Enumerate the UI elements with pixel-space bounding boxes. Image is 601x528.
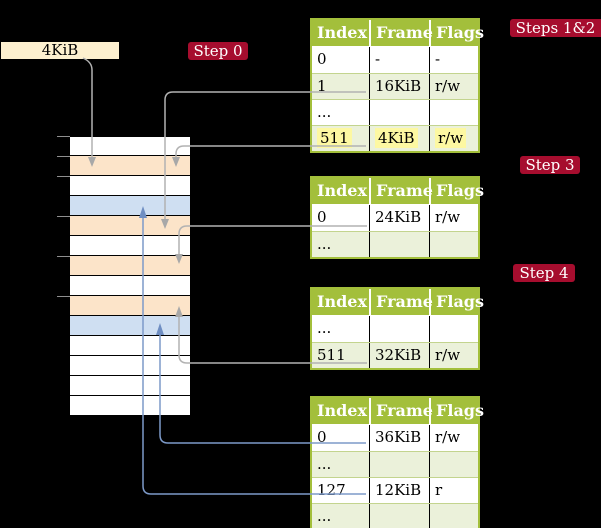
page-table-level2: Index Frame Flags ... 511 32KiB r/w bbox=[310, 287, 484, 370]
column-header-index: Index bbox=[317, 23, 368, 42]
cell-frame bbox=[369, 232, 429, 257]
address-tick bbox=[57, 296, 70, 297]
column-header-frame: Frame bbox=[369, 289, 433, 315]
address-tick bbox=[57, 256, 70, 257]
table-row: ... bbox=[312, 316, 478, 342]
cell-index: ... bbox=[317, 507, 332, 525]
memory-frame-row bbox=[70, 236, 190, 256]
cell-index: 511 bbox=[317, 346, 346, 364]
cell-index: 0 bbox=[317, 428, 327, 446]
cell-frame bbox=[369, 452, 429, 477]
page-table-level4: Index Frame Flags 0 - - 1 16KiB r/w ... … bbox=[310, 18, 484, 153]
page-table-level1: Index Frame Flags 0 36KiB r/w ... 127 12… bbox=[310, 396, 484, 528]
badge-step-4: Step 4 bbox=[513, 264, 575, 282]
table-row: 127 12KiB r bbox=[312, 477, 478, 503]
memory-frame-row bbox=[70, 196, 190, 216]
cell-flags bbox=[429, 316, 478, 342]
table-row: 1 16KiB r/w bbox=[312, 73, 478, 99]
address-tick bbox=[57, 176, 70, 177]
table-header-row: Index Frame Flags bbox=[312, 289, 484, 316]
table-header-row: Index Frame Flags bbox=[312, 178, 484, 205]
address-tick bbox=[57, 216, 70, 217]
memory-frame-row bbox=[70, 276, 190, 296]
memory-frame-row bbox=[70, 316, 190, 336]
cell-index: 511 bbox=[312, 126, 369, 151]
cell-frame: 36KiB bbox=[369, 425, 429, 451]
physical-memory-stack bbox=[70, 136, 190, 416]
cell-frame: 12KiB bbox=[369, 478, 429, 503]
table-row: 0 24KiB r/w bbox=[312, 205, 478, 231]
badge-step-3: Step 3 bbox=[520, 156, 580, 174]
column-header-flags: Flags bbox=[429, 178, 484, 204]
memory-frame-row bbox=[70, 156, 190, 176]
cell-flags bbox=[429, 232, 478, 257]
memory-frame-row bbox=[70, 336, 190, 356]
memory-frame-row bbox=[70, 356, 190, 376]
table-row-highlighted: 511 4KiB r/w bbox=[312, 125, 478, 151]
memory-frame-row bbox=[70, 256, 190, 276]
table-row: 511 32KiB r/w bbox=[312, 342, 478, 368]
cell-frame bbox=[369, 100, 429, 125]
page-table-level3: Index Frame Flags 0 24KiB r/w ... bbox=[310, 176, 484, 259]
column-header-index: Index bbox=[317, 292, 368, 311]
cell-frame: 16KiB bbox=[369, 74, 429, 99]
memory-frame-row bbox=[70, 136, 190, 156]
column-header-frame: Frame bbox=[369, 20, 433, 46]
cell-index: ... bbox=[317, 455, 332, 473]
table-row: 0 36KiB r/w bbox=[312, 425, 478, 451]
address-tick bbox=[57, 136, 70, 137]
memory-frame-row bbox=[70, 176, 190, 196]
cell-index: 0 bbox=[317, 50, 327, 68]
cell-frame: 24KiB bbox=[369, 205, 429, 231]
table-header-row: Index Frame Flags bbox=[312, 20, 484, 47]
cell-frame bbox=[369, 504, 429, 528]
column-header-flags: Flags bbox=[429, 289, 484, 315]
cell-flags: r/w bbox=[429, 343, 478, 368]
memory-frame-row bbox=[70, 396, 190, 416]
table-row: ... bbox=[312, 231, 478, 257]
cell-flags: r/w bbox=[429, 74, 478, 99]
badge-steps-1-2: Steps 1&2 bbox=[510, 19, 601, 37]
table-row: ... bbox=[312, 503, 478, 528]
cell-flags: r bbox=[429, 478, 478, 503]
cell-frame: 4KiB bbox=[369, 126, 429, 151]
highlight: 4KiB bbox=[375, 128, 418, 148]
cell-flags bbox=[429, 504, 478, 528]
cell-frame bbox=[369, 316, 429, 342]
column-header-frame: Frame bbox=[369, 178, 433, 204]
cell-index: ... bbox=[317, 319, 332, 337]
table-header-row: Index Frame Flags bbox=[312, 398, 484, 425]
table-row: ... bbox=[312, 99, 478, 125]
highlight: r/w bbox=[435, 128, 467, 148]
cell-index: 127 bbox=[317, 481, 346, 499]
badge-step-0: Step 0 bbox=[188, 42, 248, 60]
column-header-flags: Flags bbox=[429, 20, 484, 46]
column-header-index: Index bbox=[317, 401, 368, 420]
memory-frame-row bbox=[70, 296, 190, 316]
cell-index: 1 bbox=[317, 77, 327, 95]
cell-index: ... bbox=[317, 103, 332, 121]
cell-flags bbox=[429, 100, 478, 125]
column-header-flags: Flags bbox=[429, 398, 484, 424]
frame-size-legend-box: 4KiB bbox=[1, 42, 119, 59]
address-tick bbox=[57, 156, 70, 157]
table-row: ... bbox=[312, 451, 478, 477]
column-header-index: Index bbox=[317, 181, 368, 200]
memory-frame-row bbox=[70, 216, 190, 236]
cell-flags: r/w bbox=[429, 425, 478, 451]
memory-frame-row bbox=[70, 376, 190, 396]
cell-flags bbox=[429, 452, 478, 477]
cell-flags: r/w bbox=[429, 205, 478, 231]
cell-flags: - bbox=[429, 47, 478, 73]
cell-flags: r/w bbox=[429, 126, 478, 151]
cell-index: 0 bbox=[317, 208, 327, 226]
highlight: 511 bbox=[317, 128, 352, 148]
cell-frame: 32KiB bbox=[369, 343, 429, 368]
cell-index: ... bbox=[317, 235, 332, 253]
cell-frame: - bbox=[369, 47, 429, 73]
column-header-frame: Frame bbox=[369, 398, 433, 424]
table-row: 0 - - bbox=[312, 47, 478, 73]
